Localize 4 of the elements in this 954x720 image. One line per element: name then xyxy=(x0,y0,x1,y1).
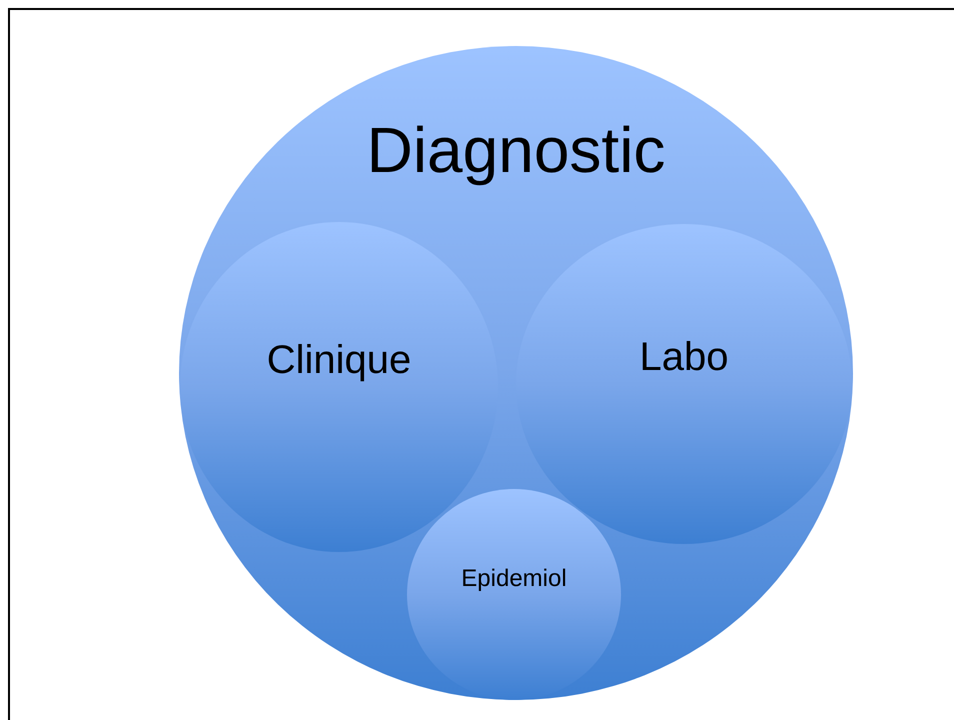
circle-label: Labo xyxy=(640,335,728,380)
circle-label: Epidemiol xyxy=(461,564,567,593)
circle-label: Clinique xyxy=(266,338,412,383)
circle-label: Diagnostic xyxy=(366,112,666,187)
